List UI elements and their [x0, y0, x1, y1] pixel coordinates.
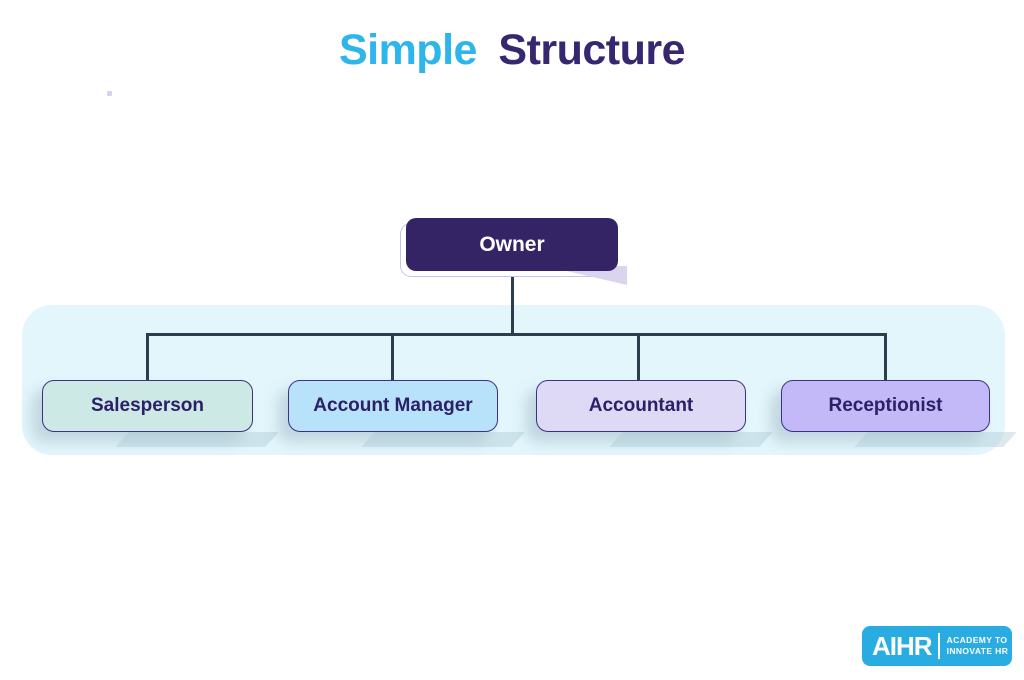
connector-drop-accountant — [637, 333, 640, 381]
connector-owner-stem — [511, 270, 514, 336]
connector-drop-salesperson — [146, 333, 149, 381]
aihr-logo: AIHR ACADEMY TO INNOVATE HR — [862, 626, 1012, 666]
page-title-word-structure: Structure — [498, 26, 686, 74]
page-title-word-simple: Simple — [338, 26, 478, 74]
connector-drop-account-manager — [391, 333, 394, 381]
node-account-manager: Account Manager — [288, 380, 498, 432]
artifact-dot — [107, 91, 112, 96]
aihr-logo-tagline-line1: ACADEMY TO — [946, 634, 1008, 645]
aihr-logo-tagline-line2: INNOVATE HR — [946, 646, 1009, 656]
node-salesperson: Salesperson — [42, 380, 253, 432]
node-owner: Owner — [406, 218, 618, 271]
page-title: Simple Structure — [0, 26, 1024, 75]
connector-horizontal — [146, 333, 887, 336]
node-receptionist: Receptionist — [781, 380, 990, 432]
aihr-logo-tagline: ACADEMY TO INNOVATE HR — [947, 635, 1009, 657]
connector-drop-receptionist — [884, 333, 887, 381]
aihr-logo-wordmark: AIHR — [872, 631, 933, 661]
node-accountant: Accountant — [536, 380, 746, 432]
aihr-logo-divider — [937, 633, 940, 659]
